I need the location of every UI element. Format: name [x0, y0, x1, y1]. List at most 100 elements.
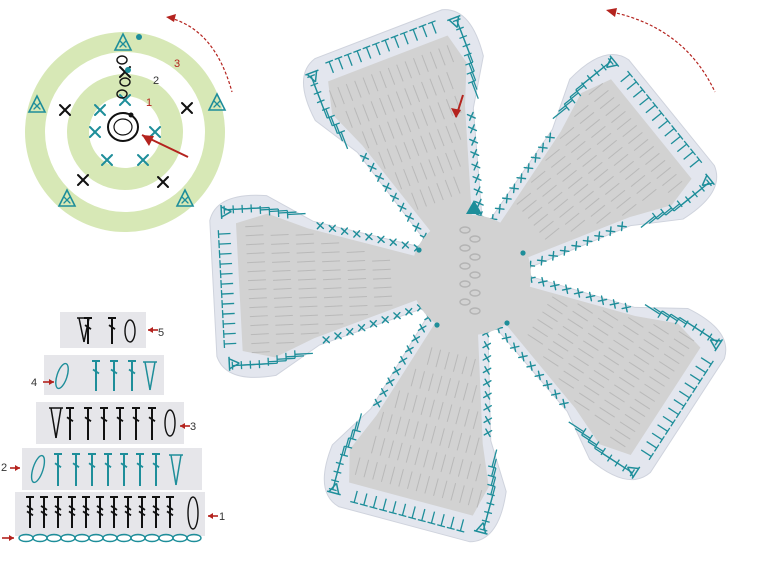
dc-stitch-icon — [394, 172, 403, 190]
sc-stitch-icon — [483, 403, 492, 413]
dc-stitch-icon — [594, 89, 609, 103]
dc-stitch-icon — [136, 453, 144, 486]
dc-stitch-icon — [248, 297, 267, 300]
motif-center — [89, 96, 161, 168]
dc-stitch-icon — [673, 338, 690, 350]
dc-stitch-icon — [553, 198, 569, 211]
row-pointer-icon — [148, 327, 158, 333]
row-pointer-icon — [10, 465, 20, 471]
sc-stitch-icon — [482, 378, 492, 388]
dc-stitch-icon — [378, 411, 385, 430]
join-dot-icon — [504, 320, 510, 326]
dc-stitch-icon — [220, 280, 234, 289]
dc-stitch-icon — [381, 38, 391, 52]
dc-stitch-icon — [453, 122, 462, 140]
dc-stitch-icon — [613, 153, 629, 166]
chain-stitch-icon — [30, 454, 46, 484]
dc-stitch-icon — [673, 399, 687, 410]
dc-stitch-icon — [594, 414, 611, 426]
dc-stitch-icon — [245, 234, 264, 237]
sc-stitch-icon — [411, 334, 421, 344]
dc-stitch-icon — [298, 296, 317, 299]
dc-stitch-icon — [665, 200, 683, 216]
dc-stitch-icon — [407, 471, 413, 489]
dc-stitch-icon — [371, 74, 379, 92]
row-band — [15, 492, 205, 536]
dc-stitch-icon — [395, 145, 403, 163]
decrease-stitch-icon — [228, 356, 240, 371]
dc-stitch-icon — [579, 111, 595, 125]
decrease-stitch-icon — [326, 482, 341, 496]
dc-stitch-icon — [455, 406, 462, 425]
dc-stitch-icon — [545, 148, 560, 161]
dc-stitch-icon — [567, 318, 584, 329]
dc-stitch-icon — [456, 519, 465, 533]
dc-stitch-icon — [322, 269, 341, 272]
dc-stitch-icon — [450, 482, 457, 501]
dc-stitch-icon — [457, 459, 464, 477]
dc-stitch-icon — [286, 210, 306, 219]
dc-stitch-icon — [633, 354, 650, 365]
dc-stitch-icon — [582, 154, 597, 167]
dc-stitch-icon — [299, 305, 318, 308]
dc-stitch-icon — [441, 480, 448, 499]
dc-stitch-icon — [581, 434, 600, 449]
dc-stitch-icon — [373, 286, 392, 289]
dc-stitch-icon — [639, 145, 655, 159]
dc-stitch-icon — [444, 351, 450, 370]
dc-stitch-icon — [354, 457, 361, 476]
chain-stitch-icon — [469, 289, 481, 297]
dc-stitch-icon — [465, 61, 477, 81]
dc-stitch-icon — [274, 305, 293, 308]
dc-stitch-icon — [556, 162, 572, 175]
dc-stitch-icon — [370, 101, 379, 119]
dc-stitch-icon — [550, 155, 566, 168]
dc-stitch-icon — [218, 240, 232, 249]
dc-stitch-icon — [412, 111, 420, 130]
dc-stitch-icon — [437, 75, 446, 93]
dc-stitch-icon — [602, 310, 619, 321]
dc-stitch-icon — [569, 82, 588, 98]
dc-stitch-icon — [84, 407, 92, 440]
dc-stitch-icon — [644, 383, 660, 395]
dc-stitch-icon — [273, 296, 292, 299]
dc-stitch-icon — [613, 339, 629, 351]
dc-stitch-icon — [321, 106, 333, 127]
dc-stitch-icon — [222, 320, 236, 329]
dc-stitch-icon — [370, 435, 377, 454]
start-arrow-icon — [141, 134, 189, 158]
sc-stitch-icon — [597, 295, 608, 306]
dc-stitch-icon — [605, 103, 621, 117]
dc-stitch-icon — [616, 117, 632, 131]
dc-stitch-icon — [563, 89, 582, 105]
dc-stitch-icon — [577, 303, 593, 314]
sc-stitch-icon — [470, 149, 480, 159]
sc-stitch-icon — [561, 284, 572, 295]
decrease-stitch-icon — [169, 454, 183, 486]
dc-stitch-icon — [395, 91, 404, 109]
dc-stitch-icon — [623, 369, 640, 380]
dc-stitch-icon — [321, 251, 340, 254]
dc-stitch-icon — [398, 469, 404, 487]
dc-stitch-icon — [430, 425, 437, 444]
dc-stitch-icon — [446, 72, 454, 90]
dc-stitch-icon — [552, 103, 570, 120]
dc-stitch-icon — [623, 324, 639, 336]
dc-stitch-icon — [579, 190, 594, 203]
dc-stitch-icon — [128, 360, 136, 391]
sc-stitch-icon — [585, 291, 596, 302]
sc-stitch-icon — [322, 336, 331, 344]
dc-stitch-icon — [374, 304, 393, 307]
dc-stitch-icon — [574, 104, 589, 118]
sc-stitch-icon — [469, 136, 479, 146]
chain-stitch-icon — [469, 307, 481, 315]
dc-stitch-icon — [583, 384, 600, 396]
dc-stitch-icon — [593, 369, 610, 381]
dc-stitch-icon — [608, 146, 623, 160]
sc-stitch-icon — [609, 299, 620, 309]
dc-stitch-icon — [465, 435, 471, 453]
dc-stitch-icon — [627, 317, 644, 328]
dc-stitch-icon — [272, 278, 292, 281]
sc-stitch-icon — [77, 174, 89, 186]
dc-stitch-icon — [467, 487, 474, 506]
